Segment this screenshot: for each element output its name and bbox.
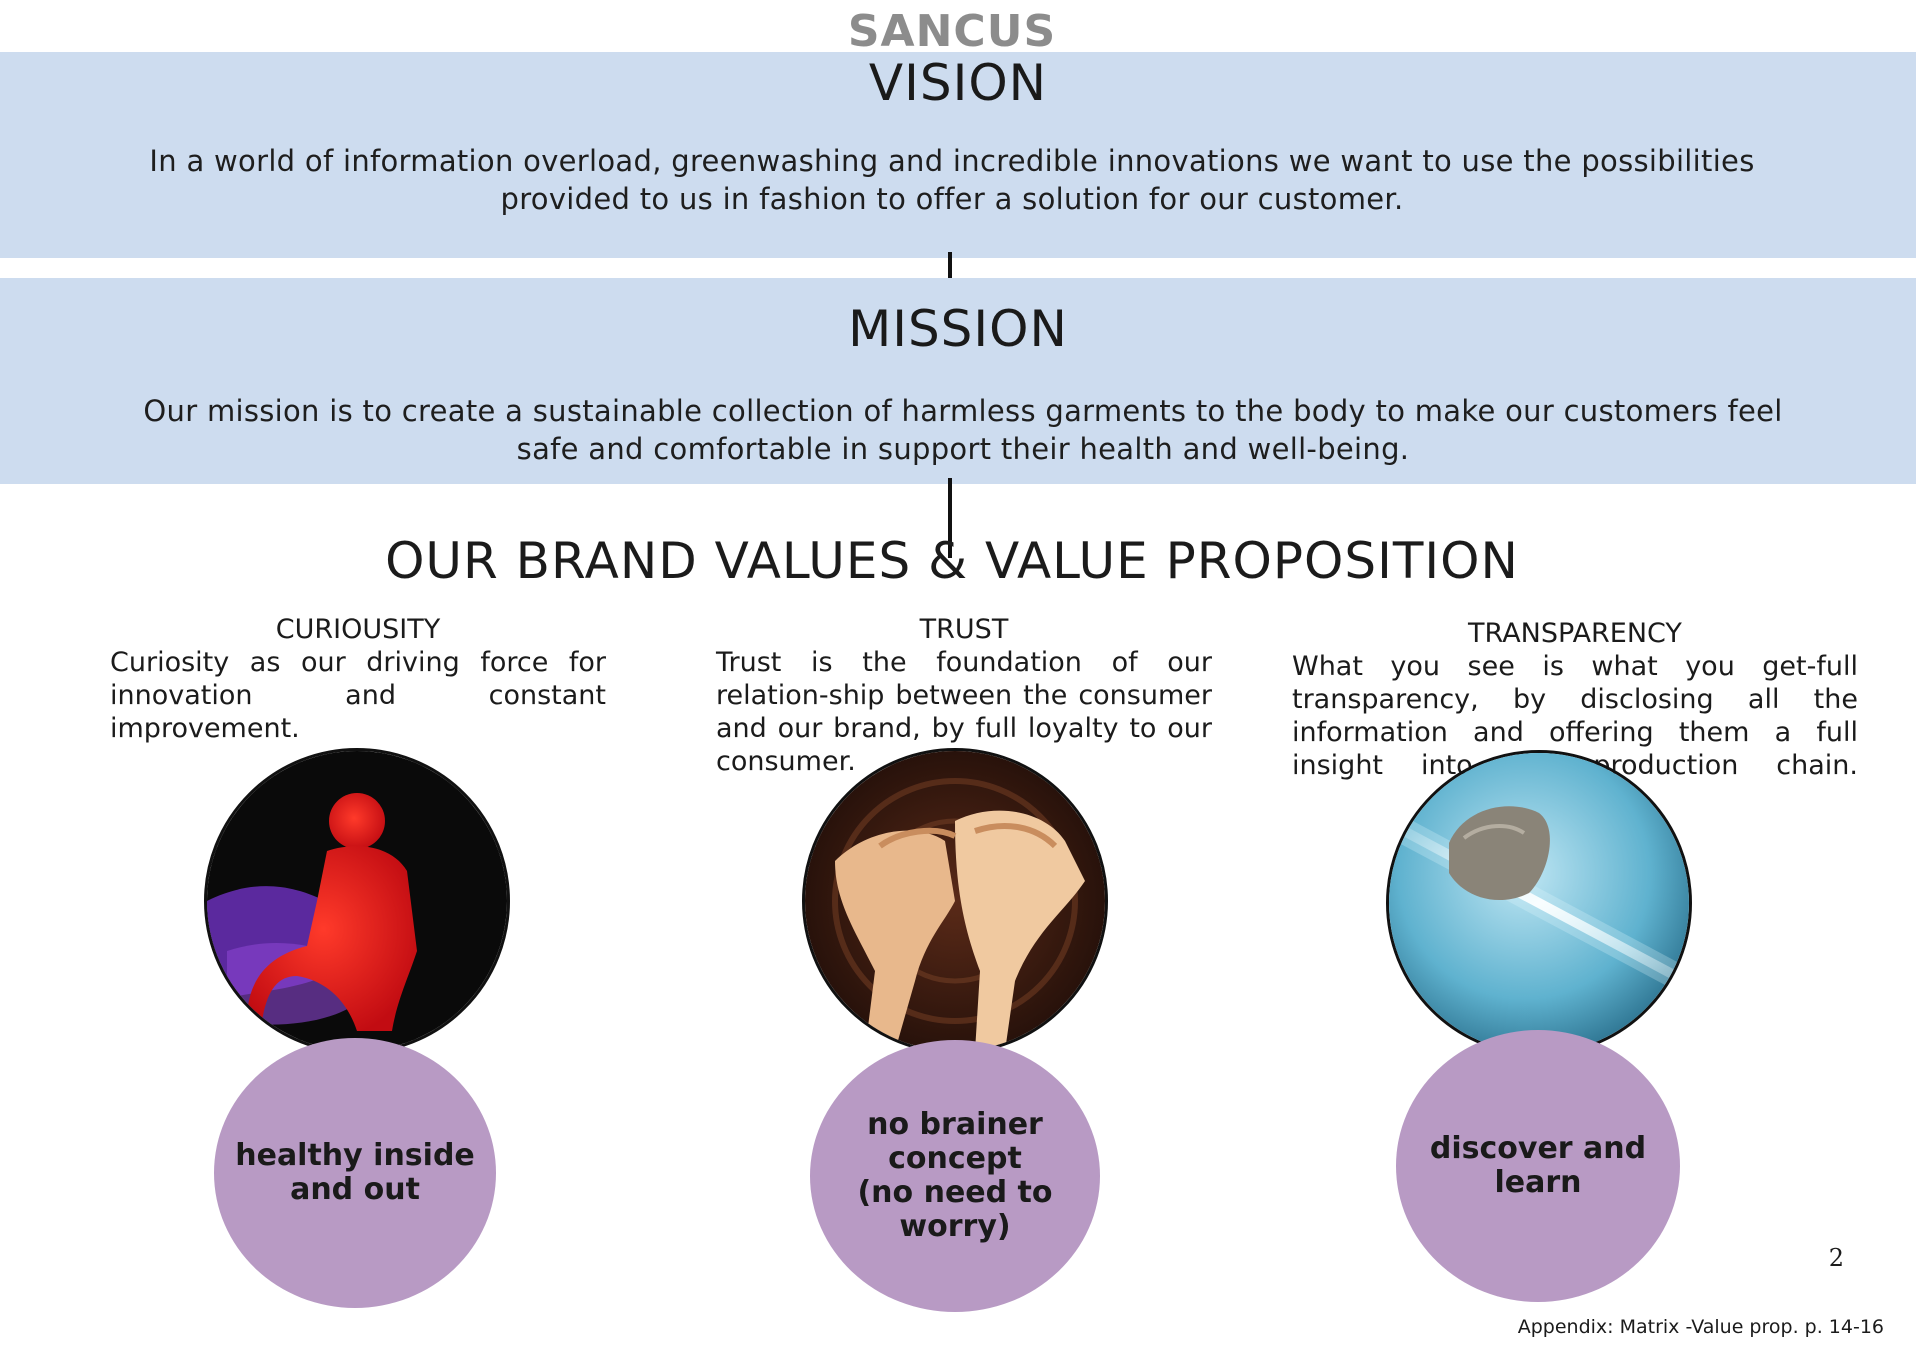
- mission-heading: MISSION: [848, 300, 1068, 358]
- value-title-transparency: TRANSPARENCY: [1468, 618, 1682, 649]
- page-number: 2: [1828, 1244, 1844, 1272]
- stone-light-image: [1386, 750, 1692, 1056]
- appendix-note: Appendix: Matrix -Value prop. p. 14-16: [1517, 1316, 1884, 1338]
- value-title-curiosity: CURIOUSITY: [275, 614, 441, 645]
- mission-section: MISSION Our mission is to create a susta…: [0, 278, 1916, 484]
- value-title-trust: TRUST: [919, 614, 1009, 645]
- proposition-text-3: discover and learn: [1429, 1131, 1647, 1200]
- proposition-circle-1: healthy inside and out: [214, 1038, 496, 1308]
- proposition-circle-2: no brainer concept (no need to worry): [810, 1040, 1100, 1312]
- vision-section: VISION In a world of information overloa…: [0, 52, 1916, 258]
- value-text-trust: Trust is the foundation of our relation-…: [716, 647, 1212, 777]
- connector-line-bottom: [948, 478, 952, 558]
- mission-text: Our mission is to create a sustainable c…: [143, 394, 1783, 466]
- vision-text: In a world of information overload, gree…: [149, 144, 1755, 216]
- hands-image: [802, 748, 1108, 1054]
- proposition-text-1: healthy inside and out: [235, 1138, 475, 1207]
- vision-heading: VISION: [868, 54, 1048, 112]
- brand-name: SANCUS: [847, 6, 1057, 57]
- red-figure-image: [204, 748, 510, 1054]
- value-text-transparency: What you see is what you get-full transp…: [1292, 651, 1858, 781]
- connector-line-top: [948, 252, 952, 280]
- proposition-circle-3: discover and learn: [1396, 1030, 1680, 1302]
- value-text-curiosity: Curiosity as our driving force for innov…: [110, 647, 606, 744]
- values-title: OUR BRAND VALUES & VALUE PROPOSITION: [385, 532, 1519, 590]
- proposition-text-2: no brainer concept (no need to worry): [857, 1107, 1053, 1244]
